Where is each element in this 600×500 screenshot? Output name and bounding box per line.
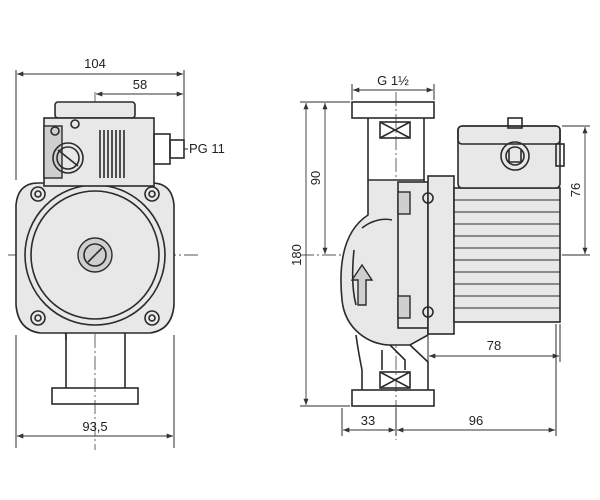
side-dimensions <box>300 84 590 436</box>
front-housing <box>15 182 175 334</box>
side-top-flange <box>351 101 435 180</box>
dim-total-height: 180 <box>289 244 304 266</box>
front-dimensions <box>15 70 188 448</box>
dim-height-upper: 90 <box>308 171 323 185</box>
side-terminal-box <box>457 117 565 189</box>
dim-thread: G 1½ <box>377 73 409 88</box>
side-view: G 1½ 90 180 76 78 33 96 <box>289 73 590 440</box>
dim-box-height: 76 <box>568 183 583 197</box>
front-pipe-stub <box>51 324 139 405</box>
label-cable-gland: PG 11 <box>189 141 225 156</box>
dim-inlet-offset: 33 <box>361 413 375 428</box>
dim-motor-length: 78 <box>487 338 501 353</box>
side-motor-flange <box>397 175 455 335</box>
side-bottom-flange <box>351 370 435 407</box>
dim-motor-depth: 96 <box>469 413 483 428</box>
front-terminal-box <box>43 101 185 187</box>
dim-bottom-width: 93,5 <box>82 419 107 434</box>
front-view: 104 58 93,5 PG 11 <box>8 56 225 450</box>
dim-overall-width: 104 <box>84 56 106 71</box>
side-motor <box>453 187 561 323</box>
dim-half-width: 58 <box>133 77 147 92</box>
